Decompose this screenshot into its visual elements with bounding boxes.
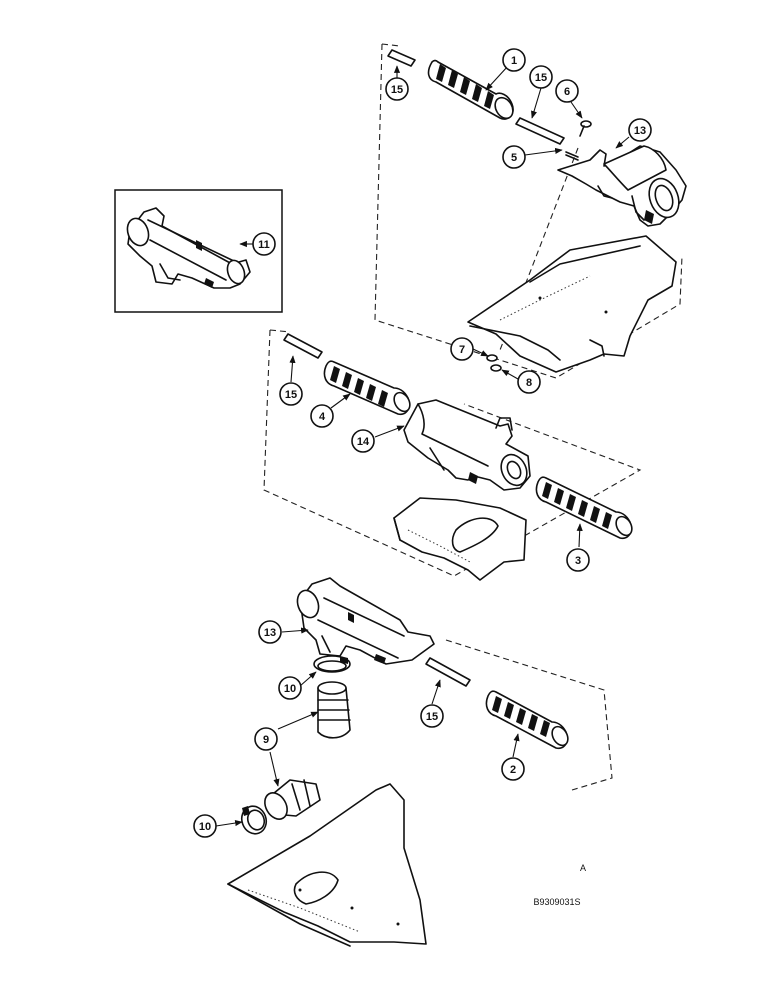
- callout-15-c: 15: [279, 382, 303, 406]
- housing-13-bottom: [296, 577, 435, 665]
- bottom-assembly: [227, 577, 613, 947]
- svg-text:7: 7: [459, 344, 465, 356]
- svg-text:4: 4: [319, 411, 326, 423]
- callout-5: 5: [502, 145, 526, 169]
- callouts: 15 1 15 6 5 13 11 7 8 15 4 14 3 13 10 15…: [193, 48, 652, 838]
- housing-14: [403, 399, 531, 491]
- roller-3: [535, 476, 633, 540]
- svg-text:6: 6: [564, 86, 570, 98]
- svg-text:15: 15: [535, 72, 547, 84]
- leader-lines: [215, 65, 630, 827]
- nut-8: [490, 364, 502, 372]
- callout-15-a: 15: [385, 77, 409, 101]
- housing-11: [126, 207, 251, 289]
- callout-1: 1: [502, 48, 526, 72]
- boot-9-upper: [317, 681, 351, 739]
- callout-9: 9: [254, 727, 278, 751]
- inset-housing-11: [114, 189, 283, 313]
- washer-7: [486, 354, 498, 362]
- callout-8: 8: [517, 370, 541, 394]
- pin-15-middle: [515, 117, 565, 145]
- callout-2: 2: [501, 757, 525, 781]
- inset-frame: [114, 189, 283, 313]
- bracket-bottom: [227, 783, 427, 947]
- callout-7: 7: [450, 337, 474, 361]
- svg-text:1: 1: [511, 55, 517, 67]
- svg-text:11: 11: [258, 239, 270, 251]
- pin-15-bottom: [425, 657, 471, 687]
- callout-11: 11: [252, 232, 276, 256]
- pin-15-left: [283, 333, 323, 359]
- svg-text:15: 15: [426, 711, 438, 723]
- callout-6: 6: [555, 79, 579, 103]
- top-assembly-boundary: [374, 43, 683, 379]
- svg-text:14: 14: [357, 436, 370, 448]
- svg-text:9: 9: [263, 734, 269, 746]
- svg-text:10: 10: [199, 821, 211, 833]
- svg-text:8: 8: [526, 377, 532, 389]
- svg-text:15: 15: [391, 84, 403, 96]
- roller-2: [485, 690, 569, 750]
- callout-13-a: 13: [628, 118, 652, 142]
- roller-4: [323, 360, 411, 416]
- svg-text:5: 5: [511, 152, 517, 164]
- pin-15-top-left: [387, 49, 416, 67]
- middle-assembly: [263, 329, 642, 581]
- svg-text:2: 2: [510, 764, 516, 776]
- top-assembly: [374, 43, 687, 379]
- svg-text:13: 13: [264, 627, 276, 639]
- clip-5: [565, 151, 579, 161]
- clamp-10-upper: [313, 655, 351, 673]
- callout-14: 14: [351, 429, 375, 453]
- callout-4: 4: [310, 404, 334, 428]
- callout-10-a: 10: [278, 676, 302, 700]
- callout-10-b: 10: [193, 814, 217, 838]
- callout-3: 3: [566, 548, 590, 572]
- middle-assembly-boundary: [263, 329, 642, 577]
- bracket-top: [467, 235, 677, 373]
- callout-15-b: 15: [529, 65, 553, 89]
- svg-text:13: 13: [634, 125, 646, 137]
- roller-1: [427, 59, 514, 120]
- figure-code: B9309031S: [533, 897, 580, 907]
- svg-text:10: 10: [284, 683, 296, 695]
- screw-6: [579, 120, 592, 137]
- bottom-assembly-boundary: [445, 639, 613, 791]
- svg-text:3: 3: [575, 555, 581, 567]
- bracket-middle: [393, 497, 527, 581]
- callout-15-d: 15: [420, 704, 444, 728]
- svg-text:15: 15: [285, 389, 297, 401]
- boot-9-lower: [264, 779, 321, 820]
- housing-13-top: [557, 145, 687, 227]
- callout-13-b: 13: [258, 620, 282, 644]
- view-letter: A: [580, 863, 586, 873]
